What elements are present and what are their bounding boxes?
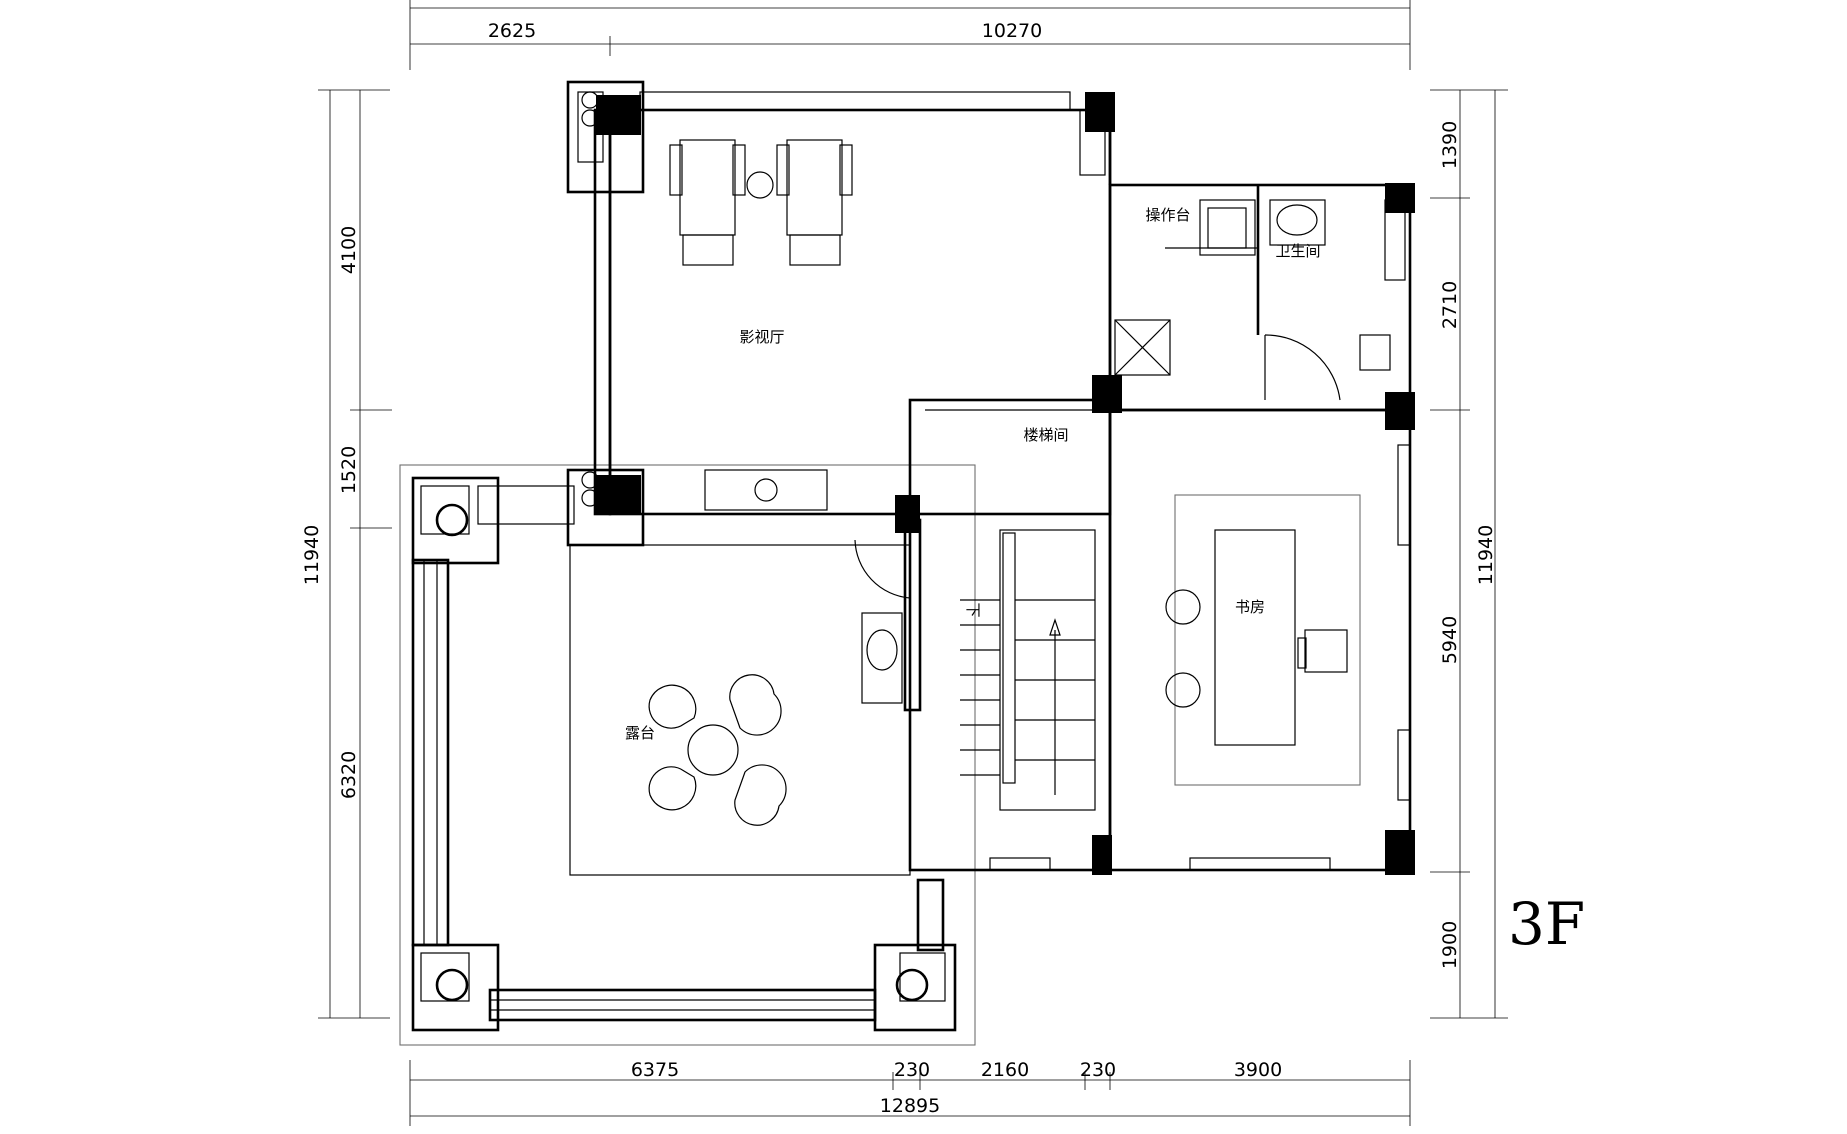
dim-top-2: 10270	[982, 20, 1042, 42]
study	[989, 392, 1415, 875]
floor-label: 3F	[1508, 890, 1585, 958]
dim-bottom-1: 6375	[631, 1059, 679, 1081]
room-label-counter: 操作台	[1145, 206, 1190, 224]
dim-bottom-5: 3900	[1234, 1059, 1282, 1081]
dim-top-1: 2625	[488, 20, 536, 42]
dim-right-1: 1390	[1439, 121, 1461, 169]
dim-right-3: 5940	[1439, 616, 1461, 664]
dim-left-total: 11940	[301, 525, 323, 585]
dim-right-2: 2710	[1439, 281, 1461, 329]
room-label-terrace: 露台	[625, 724, 655, 742]
dim-left-2: 1520	[338, 446, 360, 494]
dim-bottom-total: 12895	[880, 1095, 940, 1117]
dimension-lines	[318, 0, 1508, 1126]
terrace	[399, 464, 976, 1046]
room-label-bathroom: 卫生间	[1275, 242, 1320, 260]
dim-bottom-4: 230	[1080, 1059, 1116, 1081]
dim-left-1: 4100	[338, 226, 360, 274]
room-label-stair-down: 下	[964, 602, 982, 617]
room-label-study: 书房	[1235, 598, 1265, 616]
room-label-theater: 影视厅	[739, 328, 784, 346]
dim-left-3: 6320	[338, 751, 360, 799]
theater-room	[566, 80, 1115, 547]
room-label-stairwell: 楼梯间	[1023, 426, 1068, 444]
dim-bottom-3: 2160	[981, 1059, 1029, 1081]
stairwell	[895, 398, 1112, 875]
dim-right-4: 1900	[1439, 921, 1461, 969]
dim-right-total: 11940	[1475, 525, 1497, 585]
service-block	[1092, 92, 1415, 413]
dim-bottom-2: 230	[894, 1059, 930, 1081]
